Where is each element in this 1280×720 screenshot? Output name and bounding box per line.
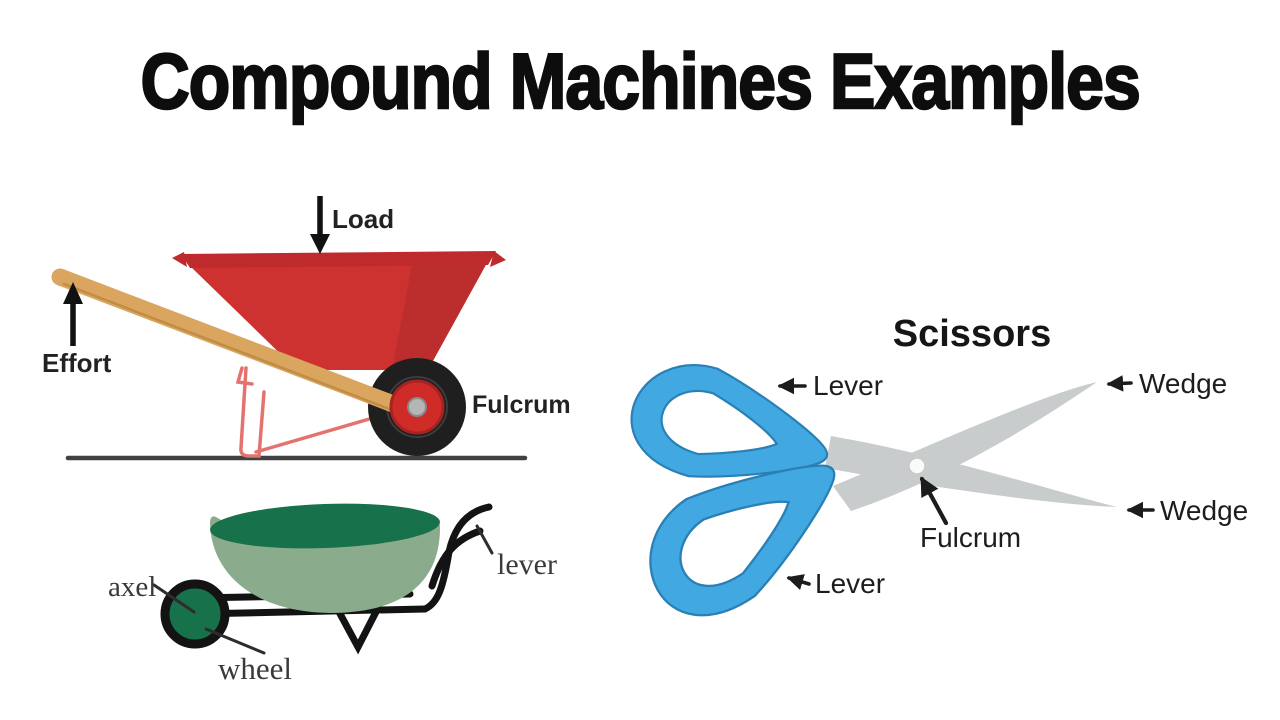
axel-leader-line <box>152 583 196 614</box>
green-wheel <box>160 579 230 649</box>
wedge-bottom-label: Wedge <box>1160 495 1248 526</box>
bucket-rim-lip-left <box>172 252 187 267</box>
red-wheelbarrow-diagram: Load Effort Fulcrum <box>42 196 571 461</box>
effort-annotation: Effort <box>42 282 112 378</box>
fulcrum-label-scissors: Fulcrum <box>920 522 1021 553</box>
lever-bottom-arrow <box>786 574 811 590</box>
bucket-shading <box>392 263 487 370</box>
lever-leader-line <box>475 524 494 555</box>
wedge-top-arrow <box>1106 375 1133 392</box>
green-bucket-top <box>210 503 440 549</box>
axel-label: axel <box>108 571 156 603</box>
load-label: Load <box>332 204 394 234</box>
bucket-rim-lip-right <box>490 251 506 267</box>
page-title-text: Compound Machines Examples <box>139 36 1141 126</box>
fulcrum-screw <box>908 457 926 475</box>
scissors-heading: Scissors <box>893 313 1051 355</box>
wheel-axle <box>407 397 427 417</box>
wheel-leader-line <box>204 627 266 655</box>
red-bucket <box>172 251 506 370</box>
scissors-diagram: Scissors Lever Wedge Wedge Lever Fulcrum <box>630 313 1248 617</box>
effort-label: Effort <box>42 348 112 378</box>
wedge-top-label: Wedge <box>1139 368 1227 399</box>
fulcrum-arrow <box>919 476 949 526</box>
scissors-handle-lower <box>649 464 836 617</box>
wooden-handle <box>51 268 431 424</box>
wooden-handle-edge <box>62 282 420 422</box>
load-arrowhead <box>310 234 330 254</box>
green-leader-lines <box>152 524 494 655</box>
fulcrum-label-wheelbarrow: Fulcrum <box>472 391 571 419</box>
effort-arrowhead <box>63 282 83 304</box>
load-annotation: Load <box>310 196 394 254</box>
green-wheelbarrow-diagram: axel wheel lever <box>108 503 557 686</box>
bucket-body <box>190 263 487 370</box>
scissors-arrows <box>777 375 1155 590</box>
lever-top-label: Lever <box>813 370 883 401</box>
wheel-label: wheel <box>218 651 292 686</box>
page-title: Compound Machines Examples <box>0 36 1280 126</box>
lever-label-green: lever <box>497 548 557 581</box>
handle-lower-shape <box>649 464 836 617</box>
bucket-rim <box>181 251 496 268</box>
scissors-blade-lower <box>825 436 1117 507</box>
lever-bottom-label: Lever <box>815 568 885 599</box>
